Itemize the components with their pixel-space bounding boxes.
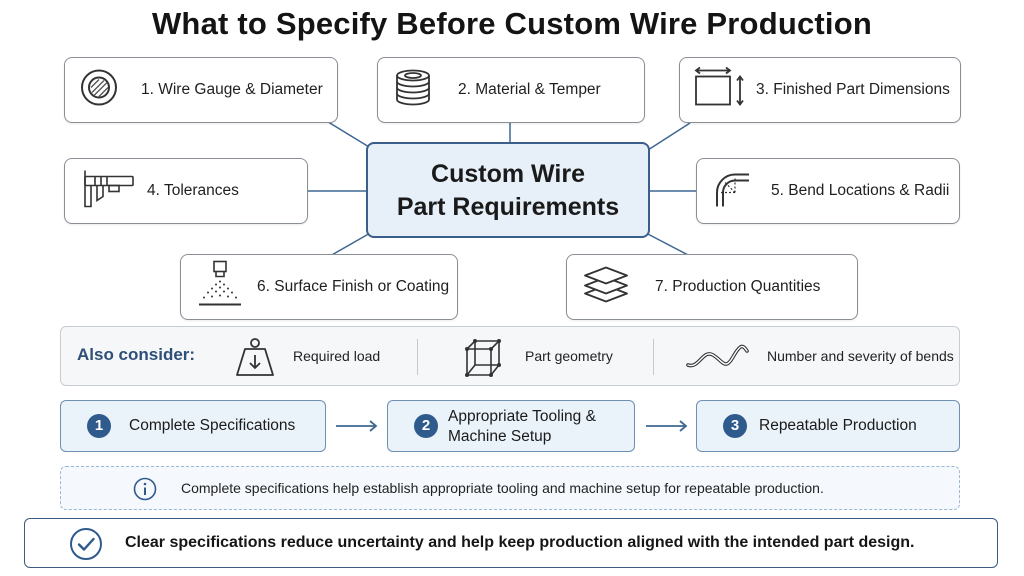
info-note: Complete specifications help establish a…	[60, 466, 960, 510]
requirement-label: 6. Surface Finish or Coating	[257, 278, 450, 295]
also-consider-panel: Also consider: Required load	[60, 326, 960, 386]
step-label: Repeatable Production	[759, 417, 917, 434]
step-number: 3	[723, 414, 747, 438]
consider-item-load: Required load	[233, 327, 423, 387]
step-number: 1	[87, 414, 111, 438]
consider-label: Required load	[293, 348, 381, 364]
requirement-label: 3. Finished Part Dimensions	[756, 81, 950, 98]
requirement-label: 5. Bend Locations & Radii	[771, 182, 950, 199]
stacked-layers-icon	[581, 262, 631, 313]
summary-text: Clear specifications reduce uncertainty …	[125, 534, 915, 551]
requirement-part-dimensions: 3. Finished Part Dimensions	[679, 57, 961, 123]
requirement-label: 1. Wire Gauge & Diameter	[141, 81, 323, 98]
caliper-icon	[75, 167, 137, 216]
requirement-label: 2. Material & Temper	[458, 81, 601, 98]
divider	[417, 339, 418, 375]
consider-label: Number and severity of bends	[767, 348, 954, 364]
central-requirements-box: Custom Wire Part Requirements	[366, 142, 650, 238]
step-repeatable-production: 3 Repeatable Production	[696, 400, 960, 452]
center-title-line1: Custom Wire	[431, 160, 585, 188]
step-tooling-setup: 2 Appropriate Tooling & Machine Setup	[387, 400, 635, 452]
step-label-line2: Machine Setup	[448, 428, 552, 445]
cube-geometry-icon	[463, 337, 505, 384]
weight-load-icon	[233, 335, 277, 384]
arrow-right-icon	[336, 420, 378, 432]
requirement-production-quantities: 7. Production Quantities	[566, 254, 858, 320]
bent-wire-icon	[685, 341, 751, 380]
step-number: 2	[414, 414, 438, 438]
step-complete-specifications: 1 Complete Specifications	[60, 400, 326, 452]
info-icon	[133, 477, 157, 506]
wire-coil-icon	[394, 68, 432, 113]
dimensions-icon	[692, 66, 746, 114]
requirement-tolerances: 4. Tolerances	[64, 158, 308, 224]
step-label: Complete Specifications	[129, 417, 296, 434]
divider	[653, 339, 654, 375]
spray-nozzle-icon	[195, 260, 245, 315]
requirement-bend-locations: 5. Bend Locations & Radii	[696, 158, 960, 224]
requirement-surface-finish: 6. Surface Finish or Coating	[180, 254, 458, 320]
info-note-text: Complete specifications help establish a…	[181, 480, 824, 496]
summary-banner: Clear specifications reduce uncertainty …	[24, 518, 998, 568]
consider-item-geometry: Part geometry	[463, 327, 653, 387]
step-label-line1: Appropriate Tooling &	[448, 408, 596, 425]
center-title-line2: Part Requirements	[396, 193, 620, 221]
also-consider-heading: Also consider:	[77, 345, 196, 364]
arrow-right-icon	[646, 420, 688, 432]
requirement-wire-gauge: 1. Wire Gauge & Diameter	[64, 57, 338, 123]
check-circle-icon	[69, 527, 103, 566]
consider-label: Part geometry	[525, 348, 613, 364]
consider-item-bends: Number and severity of bends	[685, 327, 955, 387]
bend-radius-icon	[711, 167, 757, 216]
requirement-label: 4. Tolerances	[147, 182, 239, 199]
page-title: What to Specify Before Custom Wire Produ…	[151, 6, 873, 41]
requirement-material-temper: 2. Material & Temper	[377, 57, 645, 123]
requirement-label: 7. Production Quantities	[655, 278, 821, 295]
wire-cross-section-icon	[79, 68, 119, 113]
